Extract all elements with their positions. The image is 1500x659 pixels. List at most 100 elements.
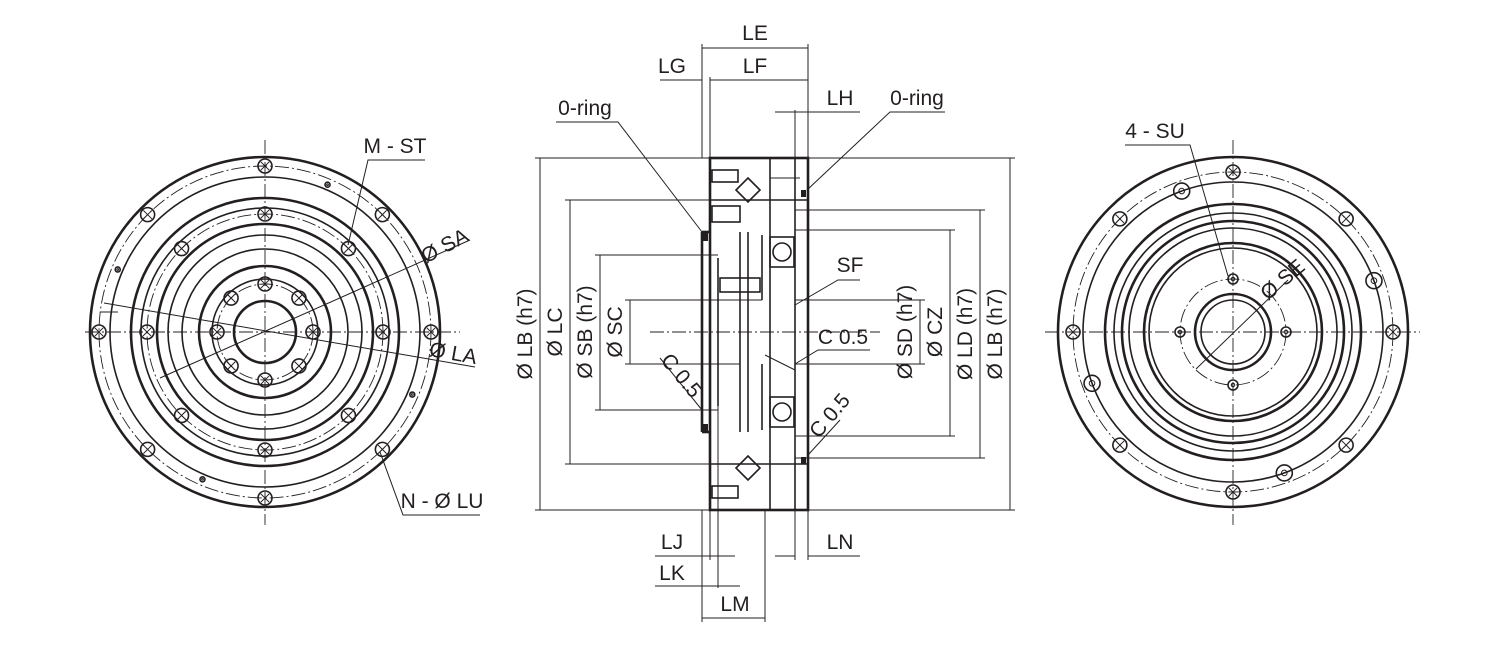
rear-inner-hole — [1174, 326, 1186, 338]
mid-bolt-hole — [173, 240, 190, 257]
label-lk: LK — [659, 562, 685, 585]
label-le: LE — [742, 22, 768, 45]
rear-tap-hole-center — [1088, 380, 1096, 387]
rear-inner-hole — [1227, 273, 1239, 285]
rear-outer-hole-cross — [1341, 214, 1351, 224]
rear-outer-hole-cross — [1228, 487, 1238, 497]
rear-outer-hole — [1065, 324, 1081, 340]
outer-bolt-hole-cross — [143, 444, 153, 454]
label-ln: LN — [827, 531, 854, 554]
label-m-st: M - ST — [364, 135, 427, 158]
section-view — [535, 44, 1015, 622]
mid-bolt-hole-cross — [177, 410, 187, 420]
tap-hole — [199, 475, 206, 483]
mid-bolt-hole-cross — [260, 445, 270, 455]
label-cz: Ø CZ — [924, 307, 947, 357]
rear-tap-hole — [1172, 182, 1191, 200]
outer-bolt-hole — [257, 490, 273, 506]
rear-bolt-holes — [1065, 164, 1401, 500]
rear-outer-hole-cross — [1228, 167, 1238, 177]
rear-tap-hole — [1365, 271, 1383, 290]
rear-outer-hole — [1112, 211, 1128, 227]
rear-inner-hole-center — [1230, 382, 1236, 388]
left-view — [85, 140, 480, 525]
outer-bolt-hole-cross — [377, 210, 387, 220]
mid-bolt-hole — [173, 407, 190, 424]
label-lg: LG — [658, 55, 686, 78]
label-la: Ø LA — [428, 338, 479, 369]
inner-bolt-hole-cross — [308, 327, 318, 337]
mid-bolt-hole — [139, 324, 155, 340]
label-su: 4 - SU — [1125, 120, 1185, 143]
label-lb-right: Ø LB (h7) — [984, 288, 1007, 379]
rear-tap-hole — [1275, 464, 1294, 482]
inner-bolt-hole-cross — [212, 327, 222, 337]
tap-hole-center — [201, 477, 204, 481]
mid-bolt-hole-cross — [142, 327, 152, 337]
label-oring-right: 0-ring — [890, 87, 944, 110]
label-ld: Ø LD (h7) — [954, 288, 977, 380]
rear-outer-hole-cross — [1388, 327, 1398, 337]
label-lj: LJ — [661, 531, 683, 554]
rear-tap-hole-center — [1178, 187, 1185, 195]
rear-outer-hole-cross — [1115, 440, 1125, 450]
label-lm: LM — [720, 593, 749, 616]
tap-hole-center — [116, 268, 120, 271]
mid-bolt-hole-cross — [378, 327, 388, 337]
rear-outer-hole — [1225, 484, 1241, 500]
inner-bolt-hole-cross — [226, 361, 236, 371]
outer-bolt-hole — [91, 324, 107, 340]
label-oring-left: 0-ring — [558, 97, 612, 120]
flange-bolt-holes — [91, 158, 439, 506]
mid-bolt-hole — [375, 324, 391, 340]
right-view — [1045, 140, 1420, 525]
outer-bolt-hole-cross — [94, 327, 104, 337]
inner-bolt-hole — [209, 324, 225, 340]
tap-hole — [324, 181, 331, 189]
rear-inner-hole — [1227, 379, 1239, 391]
label-se: Ø SE — [1256, 255, 1309, 305]
outer-bolt-hole-cross — [143, 210, 153, 220]
inner-bolt-hole-cross — [260, 279, 270, 289]
inner-bolt-hole-cross — [294, 361, 304, 371]
rear-outer-hole — [1338, 437, 1354, 453]
label-lf: LF — [743, 55, 768, 78]
rear-outer-hole — [1112, 437, 1128, 453]
label-c05-top: C 0.5 — [818, 326, 868, 349]
label-lh: LH — [827, 87, 854, 110]
inner-bolt-hole-cross — [226, 293, 236, 303]
rear-outer-hole-cross — [1068, 327, 1078, 337]
outer-bolt-hole-cross — [260, 493, 270, 503]
outer-bolt-hole — [139, 441, 156, 458]
rear-outer-hole — [1385, 324, 1401, 340]
inner-bolt-hole — [223, 290, 239, 306]
mid-bolt-hole — [257, 442, 273, 458]
rear-outer-hole — [1338, 211, 1354, 227]
rear-outer-hole-cross — [1341, 440, 1351, 450]
outer-bolt-hole-cross — [426, 327, 436, 337]
label-c05-left: C 0.5 — [656, 349, 706, 402]
inner-bolt-hole — [257, 372, 273, 388]
inner-bolt-hole — [257, 276, 273, 292]
label-c05-right: C 0.5 — [805, 389, 855, 442]
label-sd: Ø SD (h7) — [894, 285, 917, 380]
mid-bolt-hole — [340, 407, 357, 424]
outer-bolt-hole — [374, 441, 391, 458]
mid-bolt-hole-cross — [177, 244, 187, 254]
tap-hole — [114, 266, 122, 273]
outer-bolt-hole — [257, 158, 273, 174]
label-sa: Ø SA — [417, 224, 472, 268]
inner-bolt-hole — [291, 290, 307, 306]
tap-hole — [408, 391, 416, 398]
inner-bolt-hole — [223, 358, 239, 374]
rear-outer-hole-cross — [1115, 214, 1125, 224]
tap-hole-center — [326, 183, 329, 187]
rear-tap-hole — [1083, 374, 1101, 393]
rear-inner-hole-center — [1283, 329, 1289, 335]
inner-bolt-hole-cross — [260, 375, 270, 385]
inner-bolt-hole-cross — [294, 293, 304, 303]
rear-inner-hole-center — [1177, 329, 1183, 335]
tap-hole-center — [410, 393, 414, 396]
outer-bolt-hole — [423, 324, 439, 340]
